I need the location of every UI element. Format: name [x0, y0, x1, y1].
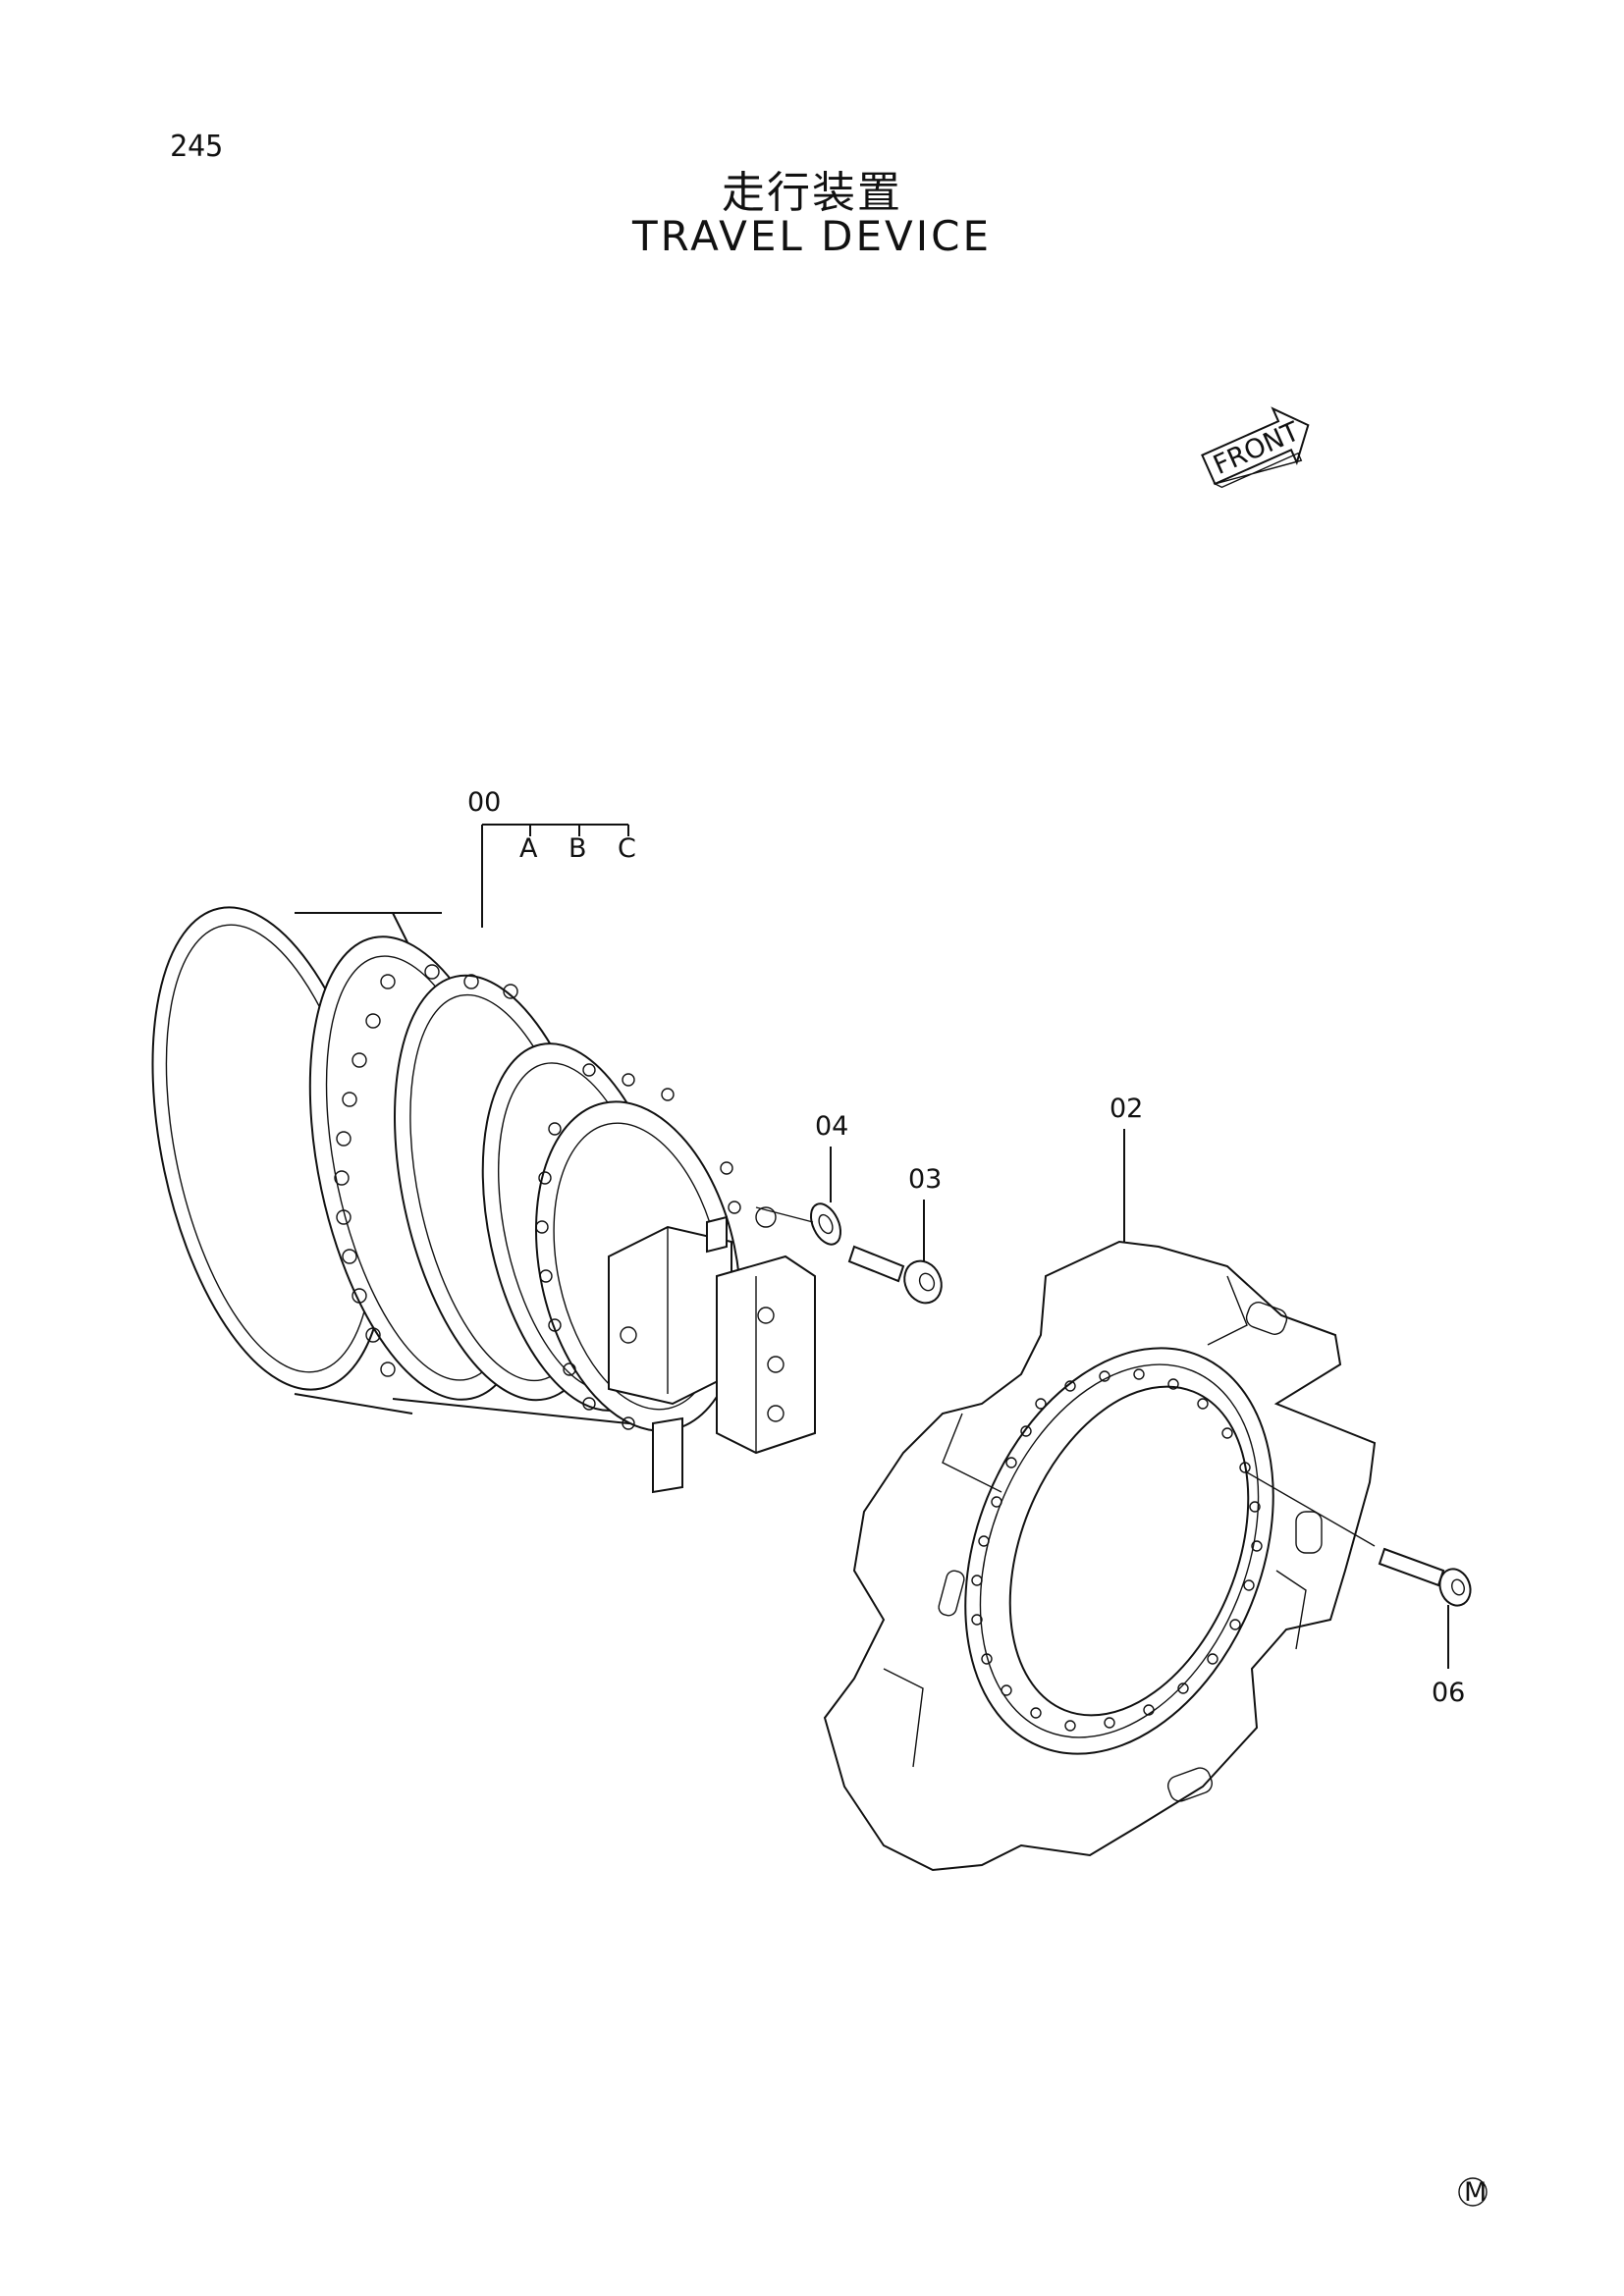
page-title-japanese: 走行装置 [722, 168, 902, 218]
footer-mark: M [1458, 2177, 1488, 2208]
travel-motor-assembly [151, 906, 816, 1494]
callout-c: C [618, 833, 636, 864]
callout-b: B [568, 833, 587, 864]
bolt-03: 03 [847, 1164, 943, 1305]
page-title: TRAVEL DEVICE [631, 212, 993, 260]
sprocket-bolt-06: 06 [1246, 1471, 1472, 1708]
callout-03: 03 [908, 1164, 942, 1195]
callout-00-group: 00 A B C [467, 787, 636, 928]
callout-02: 02 [1110, 1094, 1143, 1124]
sprocket-02: 02 [823, 1094, 1377, 1872]
callout-04: 04 [815, 1111, 848, 1142]
footer-mark-letter: M [1464, 2177, 1487, 2208]
valve-block [608, 1206, 816, 1494]
front-arrow-icon: FRONT [1201, 406, 1310, 489]
page-number: 245 [170, 130, 224, 164]
callout-06: 06 [1432, 1678, 1465, 1708]
callout-a: A [519, 833, 538, 864]
washer-04: 04 [755, 1111, 848, 1246]
callout-00: 00 [467, 787, 501, 818]
